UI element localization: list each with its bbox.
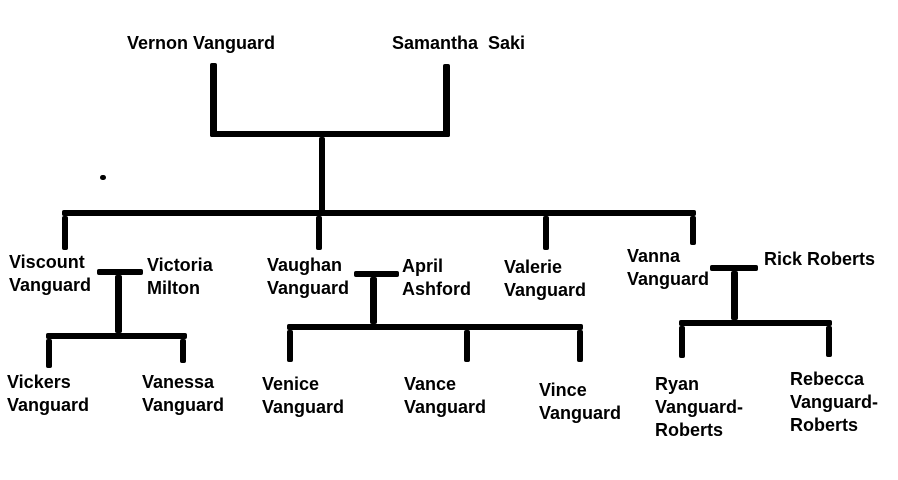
person-samantha-saki: Samantha Saki: [392, 33, 526, 53]
person-rebecca-vanguard-roberts: Rebecca Vanguard- Roberts: [790, 369, 879, 435]
person-vanessa-vanguard: Vanessa Vanguard: [142, 372, 225, 415]
connector-vernon-drop: [210, 63, 217, 137]
connector-gen1-marriage-bar: [210, 131, 450, 137]
connector-drop-vance: [464, 330, 470, 362]
person-vance-vanguard: Vance Vanguard: [404, 374, 487, 417]
connector-drop-vanessa: [180, 339, 186, 363]
connector-drop-ryan: [679, 326, 685, 358]
connector-drop-rebecca: [826, 326, 832, 357]
connector-drop-valerie: [543, 216, 549, 250]
person-april-ashford: April Ashford: [402, 256, 471, 299]
connector-drop-vanna: [690, 216, 696, 245]
connector-viscount-victoria-descent: [115, 275, 122, 333]
connector-vaughan-april-descent: [370, 277, 377, 324]
connector-vaughan-april-marriage: [354, 271, 399, 277]
connector-vanna-rick-marriage: [710, 265, 758, 271]
connector-viscount-victoria-marriage: [97, 269, 143, 275]
connector-drop-viscount: [62, 216, 68, 250]
person-ryan-vanguard-roberts: Ryan Vanguard- Roberts: [655, 374, 744, 440]
connector-vaughan-children-bar: [287, 324, 583, 330]
person-victoria-milton: Victoria Milton: [147, 255, 213, 298]
connector-vanna-rick-descent: [731, 271, 738, 320]
connector-drop-vince: [577, 330, 583, 362]
connector-samantha-drop: [443, 64, 450, 137]
connector-viscount-children-bar: [46, 333, 187, 339]
person-vernon-vanguard: Vernon Vanguard: [127, 33, 276, 53]
person-rick-roberts: Rick Roberts: [764, 249, 876, 269]
connector-drop-vickers: [46, 339, 52, 368]
connector-drop-vaughan: [316, 216, 322, 250]
stray-dot: [100, 175, 106, 180]
connector-vanna-children-bar: [679, 320, 832, 326]
person-viscount-vanguard: Viscount Vanguard: [9, 252, 92, 295]
connector-gen1-descent: [319, 137, 325, 212]
person-venice-vanguard: Venice Vanguard: [262, 374, 345, 417]
person-vickers-vanguard: Vickers Vanguard: [7, 372, 90, 415]
person-valerie-vanguard: Valerie Vanguard: [504, 257, 587, 300]
person-vince-vanguard: Vince Vanguard: [539, 380, 622, 423]
connector-drop-venice: [287, 330, 293, 362]
person-vaughan-vanguard: Vaughan Vanguard: [267, 255, 350, 298]
person-vanna-vanguard: Vanna Vanguard: [627, 246, 710, 289]
connector-gen2-sibling-bar: [62, 210, 696, 216]
